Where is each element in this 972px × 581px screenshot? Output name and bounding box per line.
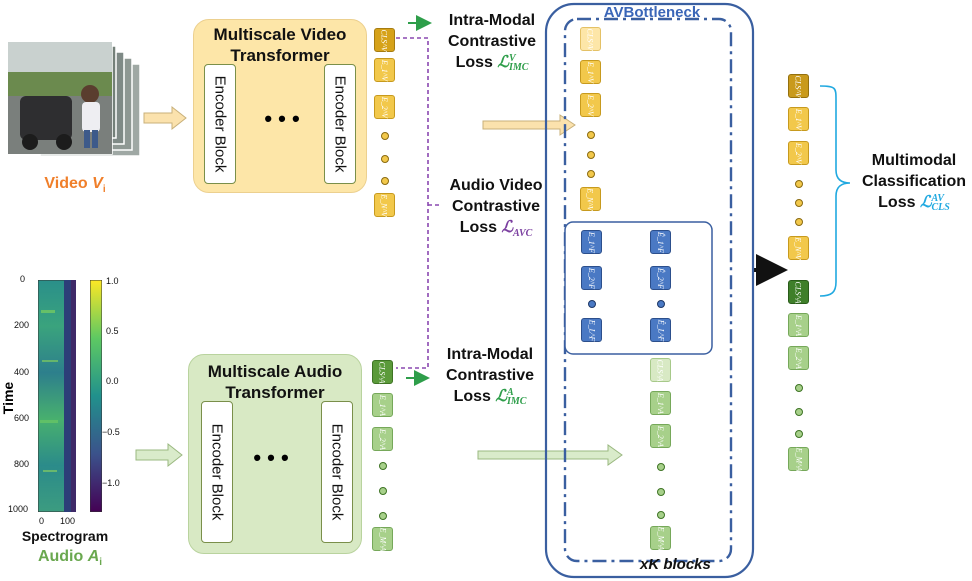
encoder-block-right: Encoder Block [324, 64, 356, 184]
audio-input-arrow [135, 442, 183, 468]
video-token-dot [381, 132, 389, 140]
out-cls-a-token: CLS^A [788, 280, 809, 304]
out-audio-dot [795, 384, 803, 392]
bn-audio-dot [657, 463, 665, 471]
ytick: 800 [14, 459, 30, 469]
e1-v-token: E_1^V [374, 58, 395, 82]
cls-bracket [819, 85, 851, 297]
ellipsis: • • • [253, 445, 289, 470]
ytick: 0 [20, 274, 26, 284]
colorbar-tick: 1.0 [106, 276, 119, 286]
bn-en-v-token: E_N^V [580, 187, 601, 211]
video-token-dot [381, 177, 389, 185]
bn-audio-dot [657, 488, 665, 496]
bn-video-dot [587, 170, 595, 178]
colorbar [90, 280, 102, 512]
en-v-token: E_N^V [374, 193, 395, 217]
audio-transformer-title: Multiscale Audio Transformer [207, 362, 343, 402]
bn-e2-v-token: E_2^V [580, 93, 601, 117]
bn-em-a-token: E_M^A [650, 526, 671, 550]
bn-cls-a-token: CLS^A [650, 358, 671, 382]
out-em-a-token: E_M^A [788, 447, 809, 471]
ytick: 200 [14, 320, 30, 330]
colorbar-tick: 0.0 [106, 376, 119, 386]
spectrogram-caption: Spectrogram [21, 528, 109, 544]
avc-bracket [396, 37, 440, 369]
out-cls-v-token: CLS^V [788, 74, 809, 98]
video-transformer-title: Multiscale Video Transformer [213, 25, 347, 65]
ellipsis: • • • [264, 106, 300, 131]
el-f-hat-token: Ê_L^F [650, 318, 671, 342]
colorbar-tick: 0.5 [106, 326, 119, 336]
video-frames [6, 41, 142, 164]
video-caption: Video Vi [44, 175, 106, 196]
out-e1-a-token: E_1^A [788, 313, 809, 337]
bottleneck-title: AVBottleneck [603, 4, 701, 21]
bn-video-dot [587, 151, 595, 159]
out-video-dot [795, 199, 803, 207]
bn-cls-v-token: CLS^V [580, 27, 601, 51]
out-audio-dot [795, 408, 803, 416]
colorbar-tick: −1.0 [102, 478, 120, 488]
bn-e2-a-token: E_2^A [650, 424, 671, 448]
e1-a-token: E_1^A [372, 393, 393, 417]
audio-token-dot [379, 487, 387, 495]
fusion-hat-dot [657, 300, 665, 308]
ytick: 600 [14, 413, 30, 423]
cls-a-token: CLS^A [372, 360, 393, 384]
out-audio-dot [795, 430, 803, 438]
e1-f-hat-token: Ê_1^F [650, 230, 671, 254]
encoder-block-left: Encoder Block [204, 64, 236, 184]
encoder-block-right: Encoder Block [321, 401, 353, 543]
bn-e1-a-token: E_1^A [650, 391, 671, 415]
encoder-block-left: Encoder Block [201, 401, 233, 543]
video-transformer-box: Multiscale Video Transformer Encoder Blo… [193, 19, 367, 193]
cls-v-token: CLS^V [374, 28, 395, 52]
audio-token-dot [379, 512, 387, 520]
out-e1-v-token: E_1^V [788, 107, 809, 131]
bn-video-dot [587, 131, 595, 139]
spectrogram-plot: Time 0 200 400 600 800 1000 0 100 [0, 270, 140, 545]
xtick: 0 [39, 516, 45, 526]
video-token-dot [381, 155, 389, 163]
avc-loss-label: Audio Video Contrastive Loss ℒAVC [449, 177, 543, 240]
em-a-token: E_M^A [372, 527, 393, 551]
out-video-dot [795, 180, 803, 188]
out-e2-a-token: E_2^A [788, 346, 809, 370]
out-en-v-token: E_N^V [788, 236, 809, 260]
audio-token-dot [379, 462, 387, 470]
out-e2-v-token: E_2^V [788, 141, 809, 165]
colorbar-tick: −0.5 [102, 427, 120, 437]
audio-to-bottleneck-arrow [477, 444, 623, 466]
video-input-arrow [143, 105, 187, 131]
xtick: 100 [60, 516, 76, 526]
fusion-dot [588, 300, 596, 308]
spectrogram-ylabel: Time [0, 381, 17, 415]
el-f-token: E_L^F [581, 318, 602, 342]
bottleneck-frame [544, 2, 755, 579]
e1-f-token: E_1^F [581, 230, 602, 254]
repeat-label: xK blocks [640, 556, 711, 573]
bn-e1-v-token: E_1^V [580, 60, 601, 84]
video-to-bottleneck-arrow [482, 114, 576, 136]
e2-f-token: E_2^F [581, 266, 602, 290]
audio-caption: Audio Ai [37, 548, 103, 569]
e2-v-token: E_2^V [374, 95, 395, 119]
spectrogram-image [38, 280, 76, 512]
audio-transformer-box: Multiscale Audio Transformer Encoder Blo… [188, 354, 362, 554]
ytick: 400 [14, 367, 30, 377]
bn-audio-dot [657, 511, 665, 519]
out-video-dot [795, 218, 803, 226]
ytick: 1000 [8, 504, 29, 514]
e2-a-token: E_2^A [372, 427, 393, 451]
e2-f-hat-token: Ê_2^F [650, 266, 671, 290]
